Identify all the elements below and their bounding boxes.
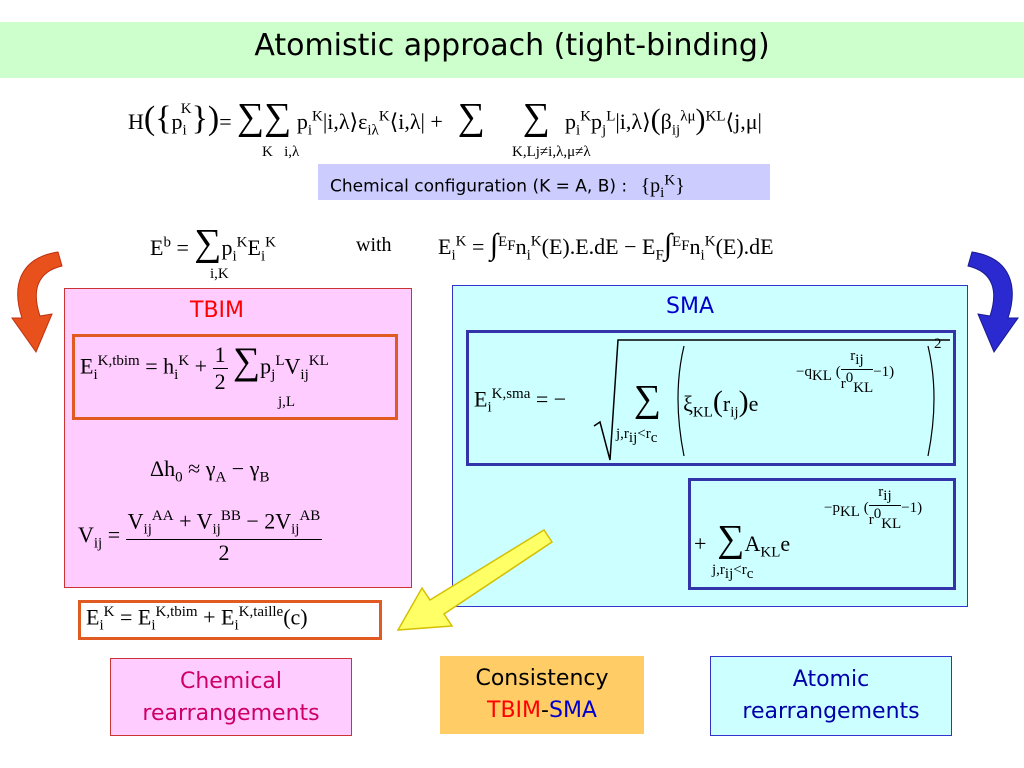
consistency-dash: -	[541, 698, 549, 723]
total-energy-frame	[78, 600, 382, 640]
consistency-tbim: TBIM	[487, 698, 542, 723]
sqrt-sign	[593, 339, 950, 461]
page-title: Atomistic approach (tight-binding)	[254, 28, 770, 63]
chemical-line-2: rearrangements	[142, 701, 320, 726]
sma-band-equation: EiK,sma = −	[474, 386, 567, 416]
site-energy-equation: EiK = ∫EFniK(E).E.dE − EF∫EFniK(E).dE	[438, 228, 774, 264]
consistency-sma: SMA	[548, 698, 597, 723]
delta-h-equation: Δh0 ≈ γA − γB	[150, 456, 270, 486]
config-symbol: {piK}	[640, 172, 685, 201]
sma-panel	[452, 285, 968, 607]
sma-band-sum-limit: j,rij<rc	[616, 426, 658, 446]
title-bar	[0, 22, 1024, 78]
tbim-sum-limit: j,L	[278, 394, 296, 410]
sma-band-power: 2	[934, 336, 942, 352]
atomic-line-1: Atomic	[792, 667, 870, 692]
tbim-label: TBIM	[190, 298, 245, 323]
chemical-configuration-box: Chemical configuration (K = A, B) : {piK…	[318, 164, 770, 201]
hamiltonian-sum-limits: K i,λ	[262, 144, 300, 160]
total-energy-equation: EiK = EiK,tbim + EiK,taille(c)	[86, 604, 308, 634]
atomic-rearrangements-box: Atomic rearrangements	[710, 656, 952, 736]
chemical-rearrangements-box: Chemical rearrangements	[110, 658, 352, 736]
consistency-line-1: Consistency	[475, 666, 609, 691]
chemical-line-1: Chemical	[179, 669, 283, 694]
sma-band-body: ∑ ξKL(rij)e	[634, 378, 759, 421]
band-energy-equation: Eb = ∑piKEiK	[150, 222, 276, 265]
sma-repulsive-frame	[688, 478, 956, 590]
sma-band-frame	[466, 330, 956, 466]
tbim-energy-frame	[72, 334, 398, 420]
tbim-panel	[64, 288, 412, 588]
curved-arrow-right-icon	[967, 251, 1019, 354]
sma-repulsive-sum-limit: j,rij<rc	[712, 562, 754, 582]
chemical-configuration-label: Chemical configuration (K = A, B) :	[330, 176, 628, 197]
sma-repulsive-equation: + ∑AKLe	[694, 518, 791, 561]
yellow-arrow-icon	[396, 528, 554, 631]
sma-label: SMA	[666, 294, 714, 319]
hamiltonian-equation: H({piK})= ∑∑ piK|i,λ⟩εiλK⟨i,λ| + ∑ ∑ piK…	[128, 96, 762, 139]
hamiltonian-sum-limits-2: K,Lj≠i,λ,μ≠λ	[512, 144, 591, 160]
consistency-box: Consistency TBIM-SMA	[440, 656, 644, 734]
curved-arrow-left-icon	[11, 251, 63, 354]
consistency-line-2: TBIM-SMA	[440, 695, 644, 727]
band-energy-sum-limit: i,K	[210, 266, 229, 282]
with-label: with	[356, 234, 392, 256]
atomic-line-2: rearrangements	[742, 699, 920, 724]
